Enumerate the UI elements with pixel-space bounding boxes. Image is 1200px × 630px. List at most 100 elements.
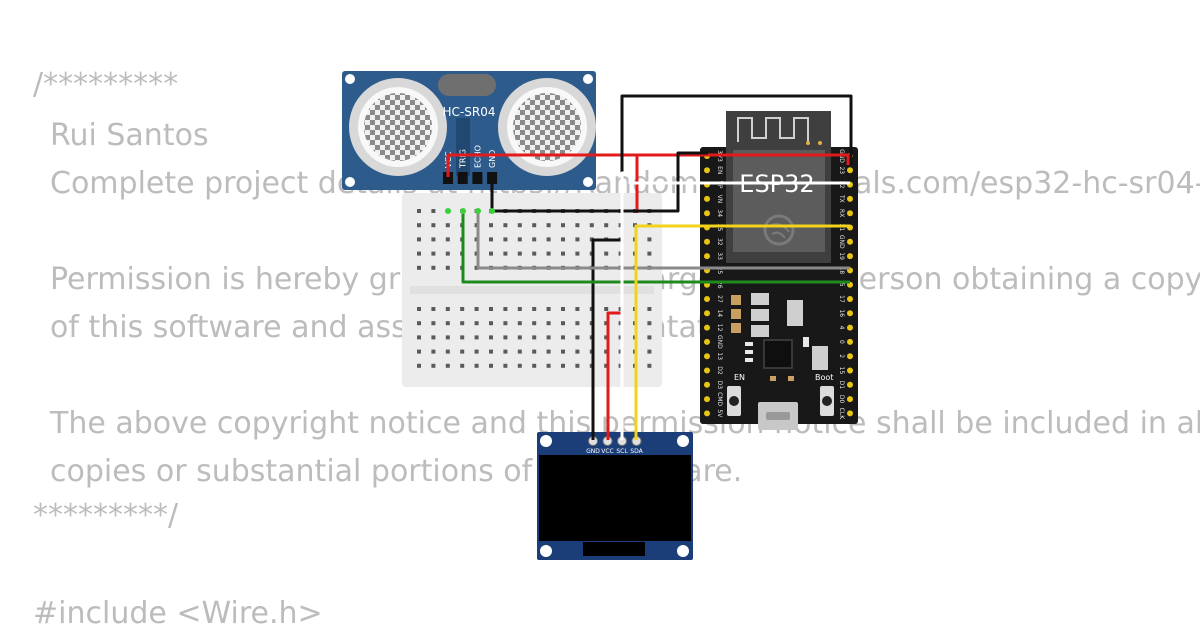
breadboard-hole[interactable] xyxy=(517,223,522,228)
breadboard-hole[interactable] xyxy=(417,307,421,311)
breadboard-hole[interactable] xyxy=(503,321,508,326)
breadboard-hole[interactable] xyxy=(431,349,436,354)
breadboard-hole[interactable] xyxy=(561,335,565,340)
breadboard-hole[interactable] xyxy=(546,349,551,354)
breadboard-hole[interactable] xyxy=(532,321,537,326)
breadboard-hole[interactable] xyxy=(431,363,436,368)
breadboard-hole[interactable] xyxy=(417,321,421,326)
breadboard-hole[interactable] xyxy=(431,209,436,213)
breadboard-hole[interactable] xyxy=(604,223,609,228)
breadboard-hole[interactable] xyxy=(532,363,537,368)
breadboard-hole[interactable] xyxy=(647,321,652,326)
breadboard-hole[interactable] xyxy=(489,349,493,354)
breadboard-hole[interactable] xyxy=(517,363,522,368)
breadboard-hole[interactable] xyxy=(431,223,436,228)
breadboard-hole[interactable] xyxy=(417,265,421,270)
breadboard-hole[interactable] xyxy=(575,335,580,340)
breadboard-hole[interactable] xyxy=(575,307,580,311)
breadboard-hole[interactable] xyxy=(417,349,421,354)
esp32-pin[interactable] xyxy=(847,367,853,374)
breadboard-hole[interactable] xyxy=(460,335,465,340)
breadboard-hole[interactable] xyxy=(460,349,465,354)
breadboard-hole[interactable] xyxy=(503,335,508,340)
breadboard-hole[interactable] xyxy=(647,349,652,354)
breadboard-hole[interactable] xyxy=(489,307,493,311)
breadboard-hole[interactable] xyxy=(489,237,493,242)
breadboard-hole[interactable] xyxy=(445,335,450,340)
esp32-pin[interactable] xyxy=(704,338,710,345)
sensor-pin[interactable] xyxy=(457,172,468,184)
esp32-pin[interactable] xyxy=(704,210,710,217)
breadboard-hole[interactable] xyxy=(445,223,450,228)
esp32-pin[interactable] xyxy=(704,353,710,360)
breadboard-hole[interactable] xyxy=(575,321,580,326)
esp32-pin[interactable] xyxy=(847,396,853,403)
esp32-pin[interactable] xyxy=(704,381,710,388)
breadboard-hole[interactable] xyxy=(445,321,450,326)
breadboard-hole[interactable] xyxy=(647,363,652,368)
breadboard-hole[interactable] xyxy=(489,223,493,228)
breadboard-hole[interactable] xyxy=(431,265,436,270)
breadboard-hole[interactable] xyxy=(445,251,450,256)
breadboard-hole[interactable] xyxy=(532,307,537,311)
breadboard-hole[interactable] xyxy=(546,335,551,340)
esp32-pin[interactable] xyxy=(704,410,710,417)
breadboard-hole[interactable] xyxy=(445,307,450,311)
breadboard-hole[interactable] xyxy=(431,321,436,326)
breadboard-hole[interactable] xyxy=(575,223,580,228)
breadboard-hole[interactable] xyxy=(431,237,436,242)
esp32-pin[interactable] xyxy=(704,367,710,374)
breadboard-hole[interactable] xyxy=(445,349,450,354)
esp32-pin[interactable] xyxy=(847,167,853,174)
breadboard-hole[interactable] xyxy=(561,251,565,256)
boot-button[interactable] xyxy=(820,386,834,416)
esp32-pin[interactable] xyxy=(847,210,853,217)
esp32-pin[interactable] xyxy=(704,324,710,331)
breadboard-hole[interactable] xyxy=(460,321,465,326)
breadboard-hole[interactable] xyxy=(503,363,508,368)
breadboard-hole[interactable] xyxy=(417,209,421,213)
breadboard-hole[interactable] xyxy=(546,363,551,368)
breadboard-hole[interactable] xyxy=(489,321,493,326)
en-button[interactable] xyxy=(727,386,741,416)
breadboard-hole[interactable] xyxy=(604,251,609,256)
breadboard-hole[interactable] xyxy=(546,321,551,326)
esp32-pin[interactable] xyxy=(847,324,853,331)
breadboard-hole[interactable] xyxy=(517,307,522,311)
breadboard-hole[interactable] xyxy=(517,237,522,242)
breadboard-hole[interactable] xyxy=(474,363,479,368)
breadboard-hole[interactable] xyxy=(546,307,551,311)
breadboard-hole[interactable] xyxy=(604,363,609,368)
breadboard-hole[interactable] xyxy=(546,237,551,242)
esp32-pin[interactable] xyxy=(847,381,853,388)
esp32-pin[interactable] xyxy=(847,410,853,417)
breadboard-hole[interactable] xyxy=(561,321,565,326)
breadboard-hole[interactable] xyxy=(417,251,421,256)
breadboard-hole[interactable] xyxy=(445,363,450,368)
breadboard-hole[interactable] xyxy=(517,321,522,326)
breadboard-hole[interactable] xyxy=(474,349,479,354)
breadboard-hole[interactable] xyxy=(417,223,421,228)
breadboard-hole[interactable] xyxy=(532,223,537,228)
breadboard-hole[interactable] xyxy=(647,307,652,311)
breadboard-hole[interactable] xyxy=(647,335,652,340)
breadboard-hole[interactable] xyxy=(489,363,493,368)
esp32-pin[interactable] xyxy=(704,253,710,260)
breadboard-hole[interactable] xyxy=(517,349,522,354)
esp32-pin[interactable] xyxy=(704,310,710,317)
breadboard-hole[interactable] xyxy=(532,335,537,340)
breadboard-hole[interactable] xyxy=(431,335,436,340)
esp32-pin[interactable] xyxy=(704,396,710,403)
breadboard-hole[interactable] xyxy=(561,223,565,228)
breadboard-hole[interactable] xyxy=(532,251,537,256)
breadboard-hole[interactable] xyxy=(546,223,551,228)
breadboard-hole[interactable] xyxy=(561,349,565,354)
breadboard-hole[interactable] xyxy=(474,321,479,326)
breadboard-hole[interactable] xyxy=(460,363,465,368)
breadboard-hole[interactable] xyxy=(460,307,465,311)
breadboard-hole[interactable] xyxy=(575,363,580,368)
breadboard-hole[interactable] xyxy=(532,237,537,242)
